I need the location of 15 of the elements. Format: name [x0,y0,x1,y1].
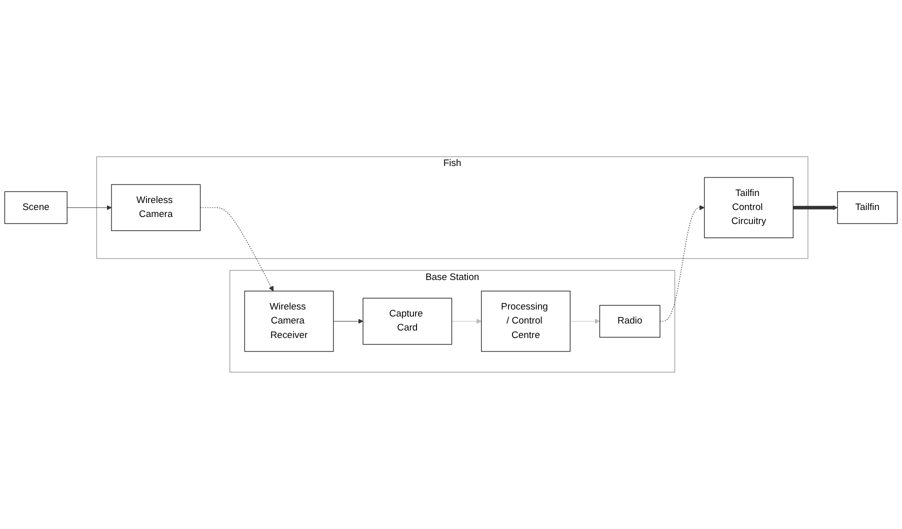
node-box: Wireless Camera [111,184,201,232]
node-box: Wireless Camera Receiver [244,290,334,352]
node-box: Processing / Control Centre [481,290,570,352]
arrow [200,207,274,292]
arrow [660,205,705,322]
arrow [66,205,112,210]
arrow [793,205,838,210]
node-box: Tailfin Control Circuitry [704,177,794,238]
node-box: Tailfin [837,191,898,224]
arrow [333,318,364,324]
node-box: Capture Card [362,298,452,345]
node-box: Radio [599,305,660,338]
node-box: Scene [4,191,68,224]
arrow [452,318,482,324]
arrow [570,318,600,324]
